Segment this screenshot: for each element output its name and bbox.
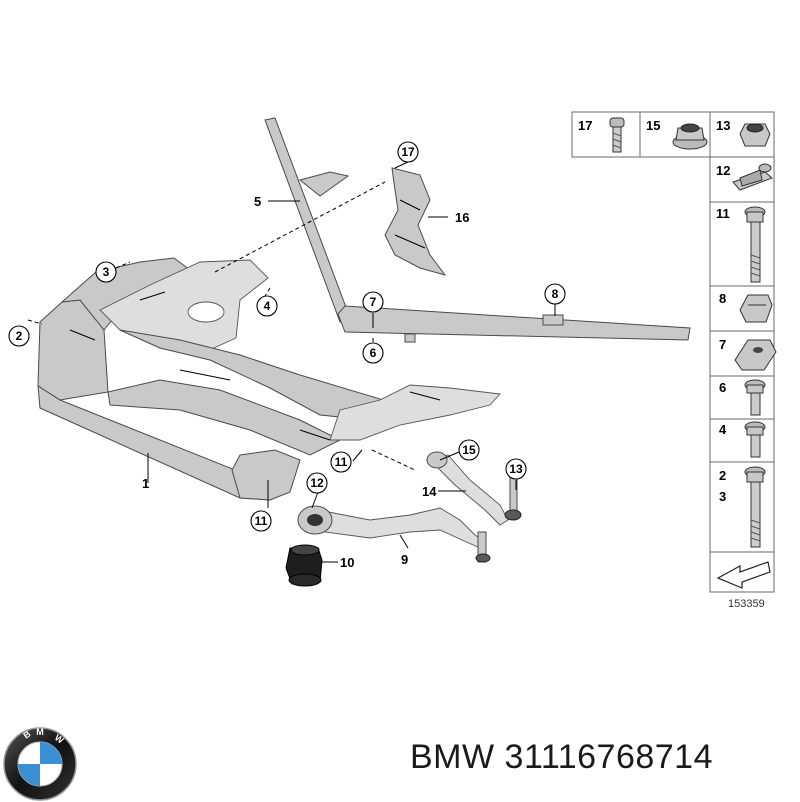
svg-text:17: 17 bbox=[401, 145, 415, 159]
callout-3: 3 bbox=[95, 261, 117, 283]
svg-text:17: 17 bbox=[578, 118, 592, 133]
front-subframe bbox=[37, 257, 501, 501]
cage-nut-icon bbox=[734, 339, 777, 371]
svg-text:13: 13 bbox=[509, 462, 523, 476]
svg-text:3: 3 bbox=[103, 265, 110, 279]
svg-text:15: 15 bbox=[646, 118, 660, 133]
callout-11-lower: 11 bbox=[250, 510, 272, 532]
svg-text:7: 7 bbox=[719, 337, 726, 352]
reference-number: 153359 bbox=[728, 598, 765, 610]
callout-15: 15 bbox=[458, 439, 480, 461]
svg-text:13: 13 bbox=[716, 118, 730, 133]
control-arm bbox=[297, 505, 491, 563]
svg-text:2: 2 bbox=[16, 329, 23, 343]
svg-text:11: 11 bbox=[716, 206, 730, 221]
svg-text:4: 4 bbox=[264, 299, 271, 313]
svg-text:M: M bbox=[36, 727, 44, 737]
short-bolt-icon bbox=[744, 421, 766, 458]
svg-text:4: 4 bbox=[719, 422, 727, 437]
clip-nut-icon bbox=[732, 163, 773, 191]
callout-6: 6 bbox=[362, 342, 384, 364]
parts-panel: 17 15 13 12 11 8 7 6 4 2 3 bbox=[571, 111, 777, 610]
arrow-icon bbox=[716, 561, 771, 589]
callout-12: 12 bbox=[306, 472, 328, 494]
label-5: 5 bbox=[254, 194, 261, 209]
svg-text:15: 15 bbox=[462, 443, 476, 457]
spring-clip-icon bbox=[739, 294, 773, 323]
svg-text:8: 8 bbox=[552, 287, 559, 301]
leader-lines bbox=[27, 161, 556, 563]
heat-shield bbox=[384, 167, 447, 276]
svg-text:6: 6 bbox=[719, 380, 726, 395]
callout-8: 8 bbox=[544, 283, 566, 305]
svg-text:6: 6 bbox=[370, 346, 377, 360]
reinforcement-bar bbox=[264, 117, 691, 343]
label-10: 10 bbox=[340, 555, 354, 570]
svg-text:7: 7 bbox=[370, 295, 377, 309]
callout-2: 2 bbox=[8, 325, 30, 347]
svg-text:11: 11 bbox=[335, 455, 348, 469]
hex-nut-icon bbox=[739, 123, 771, 147]
label-14: 14 bbox=[422, 484, 437, 499]
svg-text:12: 12 bbox=[716, 163, 730, 178]
part-number-text: BMW 31116768714 bbox=[410, 738, 713, 776]
flange-nut-icon bbox=[672, 123, 708, 150]
svg-text:8: 8 bbox=[719, 291, 726, 306]
label-9: 9 bbox=[401, 552, 408, 567]
label-1: 1 bbox=[142, 476, 149, 491]
callout-17: 17 bbox=[397, 141, 419, 163]
svg-text:2: 2 bbox=[719, 468, 726, 483]
bmw-logo: B M W bbox=[3, 727, 77, 801]
svg-text:12: 12 bbox=[310, 476, 324, 490]
medium-bolt-icon bbox=[744, 466, 766, 548]
svg-text:11: 11 bbox=[255, 514, 268, 528]
callout-7: 7 bbox=[362, 291, 384, 313]
bushing bbox=[285, 544, 323, 587]
callout-11-upper: 11 bbox=[330, 451, 352, 473]
long-bolt-icon bbox=[744, 206, 766, 283]
short-bolt-icon bbox=[744, 379, 766, 416]
callout-13: 13 bbox=[505, 458, 527, 480]
screw-icon bbox=[609, 117, 625, 153]
svg-text:3: 3 bbox=[719, 489, 726, 504]
label-16: 16 bbox=[455, 210, 469, 225]
tension-strut bbox=[426, 451, 522, 526]
svg-text:B: B bbox=[21, 728, 32, 740]
callout-4: 4 bbox=[256, 295, 278, 317]
